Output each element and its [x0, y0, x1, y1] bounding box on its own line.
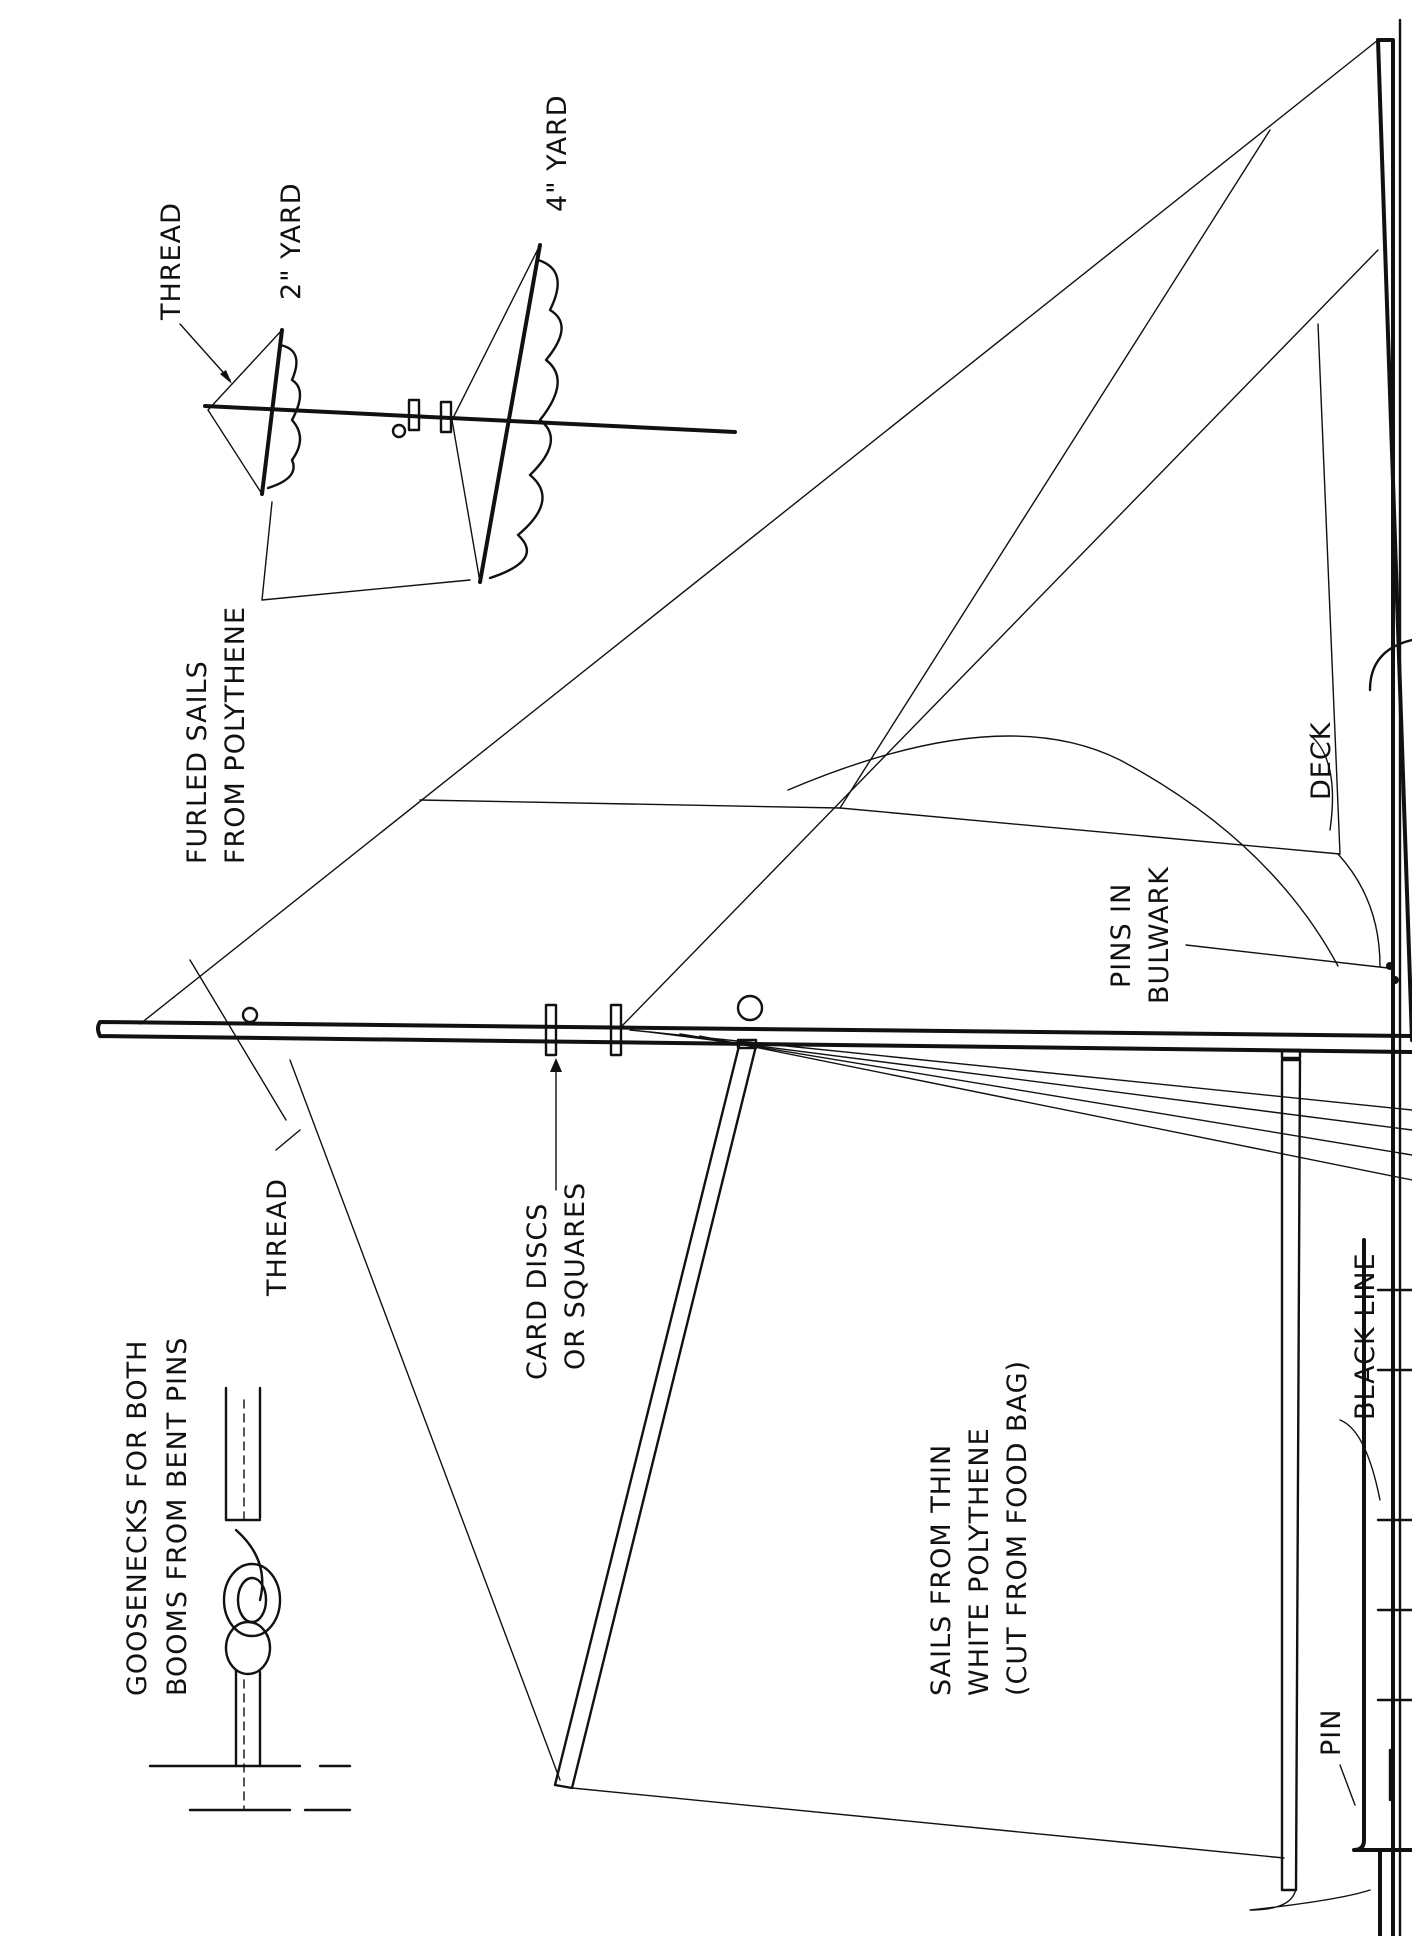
shroud-3 [679, 1033, 1412, 1156]
gaff-gooseneck [736, 1038, 758, 1050]
shroud-1 [629, 1029, 1412, 1111]
label-goosenecks-2: BOOMS FROM BENT PINS [162, 1337, 193, 1696]
yard-4in-thread [451, 244, 541, 583]
leader-furled-1 [261, 501, 273, 601]
yard-4in [478, 243, 542, 584]
inner-stay [619, 249, 1379, 1029]
shroud-4 [699, 1035, 1412, 1181]
label-sails-1: SAILS FROM THIN [926, 1444, 957, 1696]
mainsail [289, 1038, 1371, 1911]
label-pins-in: PINS IN [1106, 883, 1137, 988]
hull-bow-outline [1376, 38, 1395, 1936]
yard-4in-furl [488, 258, 563, 580]
text-labels: THREAD 2" YARD 4" YARD FURLED SAILS FROM… [122, 94, 1381, 1756]
card-disc-1 [544, 1003, 558, 1057]
label-or-squares: OR SQUARES [560, 1182, 591, 1370]
arrow-thread-top [220, 370, 232, 384]
topsail-outline [419, 129, 1271, 809]
leader-pins [1185, 944, 1389, 969]
yard-2in-thread [207, 329, 283, 495]
arrow-card [550, 1058, 562, 1072]
hull [1352, 18, 1412, 1936]
gaff-boom [553, 1040, 758, 1790]
detail-ring [391, 423, 407, 439]
leader-black-line [1339, 1419, 1381, 1501]
mainsail-foot [571, 1787, 1285, 1859]
leader-deck [1309, 734, 1334, 831]
bulwark-pin-2 [1391, 976, 1399, 984]
label-black-line: BLACK LINE [1350, 1252, 1381, 1420]
jib-outline [839, 323, 1341, 855]
furled-sails-detail [203, 243, 737, 584]
leader-thread-bracket [189, 959, 287, 1121]
goose-bend [234, 1528, 264, 1602]
leader-thread-mast [275, 1129, 301, 1151]
leaders [179, 323, 1389, 1806]
yard-2in-furl [266, 343, 302, 490]
pin-line [1249, 1879, 1371, 1911]
label-card-discs: CARD DISCS [522, 1203, 553, 1380]
goose-boom-end [224, 1386, 262, 1522]
mainsail-leech [289, 1059, 561, 1781]
main-gooseneck [1280, 1048, 1302, 1060]
forestay [139, 39, 1379, 1025]
card-disc-2 [609, 1003, 623, 1057]
masthead-sheave [241, 1006, 259, 1024]
detail-disc-2 [439, 400, 453, 434]
leader-pin [1339, 1764, 1356, 1806]
headsail [139, 39, 1399, 1029]
bulwark-pin-1 [1386, 962, 1394, 970]
yard-2in [260, 328, 284, 496]
shroud-2 [649, 1031, 1412, 1131]
leader-thread-top [179, 323, 231, 381]
gooseneck-detail [148, 1386, 352, 1812]
label-sails-2: WHITE POLYTHENE [964, 1427, 995, 1696]
label-thread-top: THREAD [156, 202, 187, 321]
leader-furled-2 [261, 579, 471, 601]
label-bulwark: BULWARK [1144, 866, 1175, 1004]
label-yard-4in: 4" YARD [542, 94, 573, 212]
label-sails-3: (CUT FROM FOOD BAG) [1002, 1360, 1033, 1696]
label-thread-mast: THREAD [262, 1178, 293, 1297]
goose-eye-1 [222, 1562, 282, 1638]
hull-top-edge [1376, 38, 1412, 1042]
label-furled-1: FURLED SAILS [182, 660, 213, 864]
sheet-line-1 [787, 735, 1339, 967]
detail-disc-1 [407, 398, 421, 432]
main-boom [1280, 1058, 1302, 1892]
hull-stern-outline [1352, 1238, 1412, 1852]
label-yard-2in: 2" YARD [276, 182, 307, 300]
label-pin: PIN [1316, 1709, 1347, 1756]
detail-mast [203, 404, 737, 434]
sheet-line-2 [1337, 853, 1381, 967]
deck-hatch [1368, 638, 1412, 692]
label-furled-2: FROM POLYTHENE [220, 606, 251, 864]
label-goosenecks-1: GOOSENECKS FOR BOTH [122, 1340, 153, 1696]
goose-eye-2 [224, 1620, 272, 1676]
label-deck: DECK [1306, 721, 1337, 800]
goose-mast-pin [234, 1668, 262, 1768]
mast-hole [736, 994, 764, 1022]
